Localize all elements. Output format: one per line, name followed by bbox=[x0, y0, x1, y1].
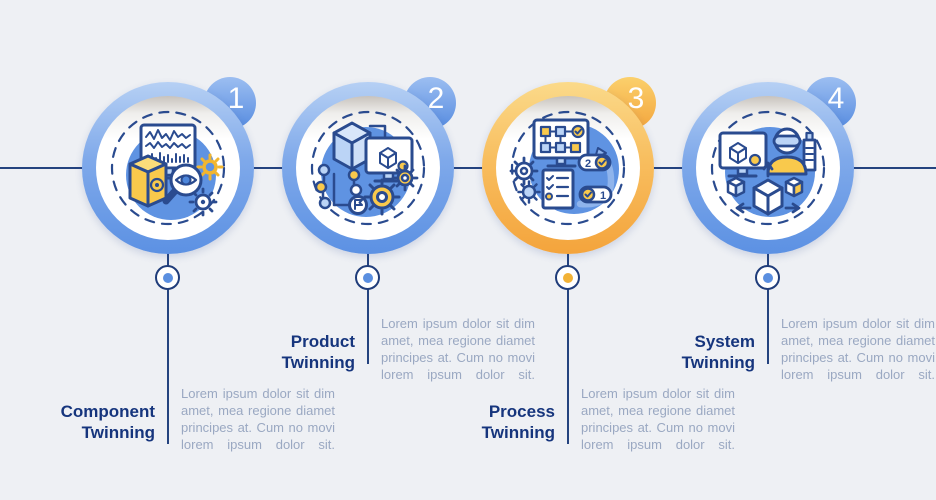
step-component-twinning: 1 bbox=[61, 0, 335, 500]
monitor-flowchart-icon bbox=[532, 118, 590, 168]
step-system-twinning: 4 bbox=[668, 0, 935, 500]
step-product-twinning: 2 bbox=[268, 0, 535, 500]
step-connector-line bbox=[167, 252, 169, 444]
timeline-dot-fill bbox=[762, 272, 773, 283]
timeline-dot bbox=[155, 265, 180, 290]
system-vr-icon bbox=[710, 110, 826, 226]
timeline-dot-fill bbox=[362, 272, 373, 283]
step-circle bbox=[682, 82, 854, 254]
timeline-dot-fill bbox=[162, 272, 173, 283]
timeline-dot-fill bbox=[562, 272, 573, 283]
timeline-dot bbox=[555, 265, 580, 290]
gear-icon bbox=[509, 156, 539, 186]
step-title: System Twinning bbox=[681, 332, 755, 372]
dashed-circle bbox=[510, 110, 626, 226]
step-number: 1 bbox=[227, 82, 245, 115]
step-process-twinning: 3 bbox=[468, 0, 735, 500]
pill-number: 2 bbox=[585, 158, 591, 170]
connector-bracket bbox=[368, 124, 387, 140]
monitor-cube-icon bbox=[718, 131, 768, 178]
step-circle bbox=[82, 82, 254, 254]
step-connector-line bbox=[767, 252, 769, 364]
step-circle-inner bbox=[96, 96, 240, 240]
checklist-icon bbox=[541, 168, 575, 210]
priority-pill-1: 1 bbox=[578, 185, 613, 204]
priority-pill-2: 2 bbox=[577, 153, 612, 172]
building-icon bbox=[802, 131, 817, 172]
step-title: Process Twinning bbox=[481, 402, 555, 442]
flag-icon bbox=[348, 195, 368, 215]
timeline-horizontal-line bbox=[0, 167, 936, 169]
step-circle: 2 1 bbox=[482, 82, 654, 254]
timeline-dot bbox=[755, 265, 780, 290]
step-description: Lorem ipsum dolor sit dim amet, mea regi… bbox=[781, 316, 935, 382]
component-monitoring-icon bbox=[110, 110, 226, 226]
step-number: 4 bbox=[827, 82, 845, 115]
step-description: Lorem ipsum dolor sit dim amet, mea regi… bbox=[381, 316, 535, 382]
step-circle-inner: 2 1 bbox=[496, 96, 640, 240]
dashed-circle bbox=[710, 110, 826, 226]
dashed-circle bbox=[310, 110, 426, 226]
step-circle bbox=[282, 82, 454, 254]
step-description: Lorem ipsum dolor sit dim amet, mea regi… bbox=[181, 386, 335, 452]
product-assembly-icon bbox=[310, 110, 426, 226]
step-connector-line bbox=[367, 252, 369, 364]
pill-number: 1 bbox=[600, 190, 606, 202]
step-description: Lorem ipsum dolor sit dim amet, mea regi… bbox=[581, 386, 735, 452]
timeline-dot bbox=[355, 265, 380, 290]
step-connector-line bbox=[567, 252, 569, 444]
magnifier-eye-icon bbox=[162, 163, 203, 205]
process-workflow-icon: 2 1 bbox=[509, 110, 626, 226]
vr-person-icon bbox=[766, 127, 808, 176]
gear-small-icon bbox=[391, 164, 419, 192]
step-title: Product Twinning bbox=[281, 332, 355, 372]
cube-wireframe-large bbox=[752, 178, 784, 216]
cube-icon bbox=[128, 154, 168, 208]
direction-arrows bbox=[735, 161, 801, 214]
step-circle-inner bbox=[696, 96, 840, 240]
dashed-circle bbox=[110, 110, 226, 226]
step-number: 3 bbox=[627, 82, 645, 115]
cube-small-right bbox=[784, 176, 804, 198]
cube-small-left bbox=[726, 176, 746, 198]
gear-outline-icon bbox=[188, 187, 218, 217]
gear-icon bbox=[196, 153, 224, 181]
circuit-nodes-icon bbox=[314, 163, 363, 210]
gear-icon bbox=[363, 178, 401, 216]
step-title: Component Twinning bbox=[60, 402, 155, 442]
step-number: 2 bbox=[427, 82, 445, 115]
step-circle-inner bbox=[296, 96, 440, 240]
gear-small-icon bbox=[517, 180, 541, 204]
